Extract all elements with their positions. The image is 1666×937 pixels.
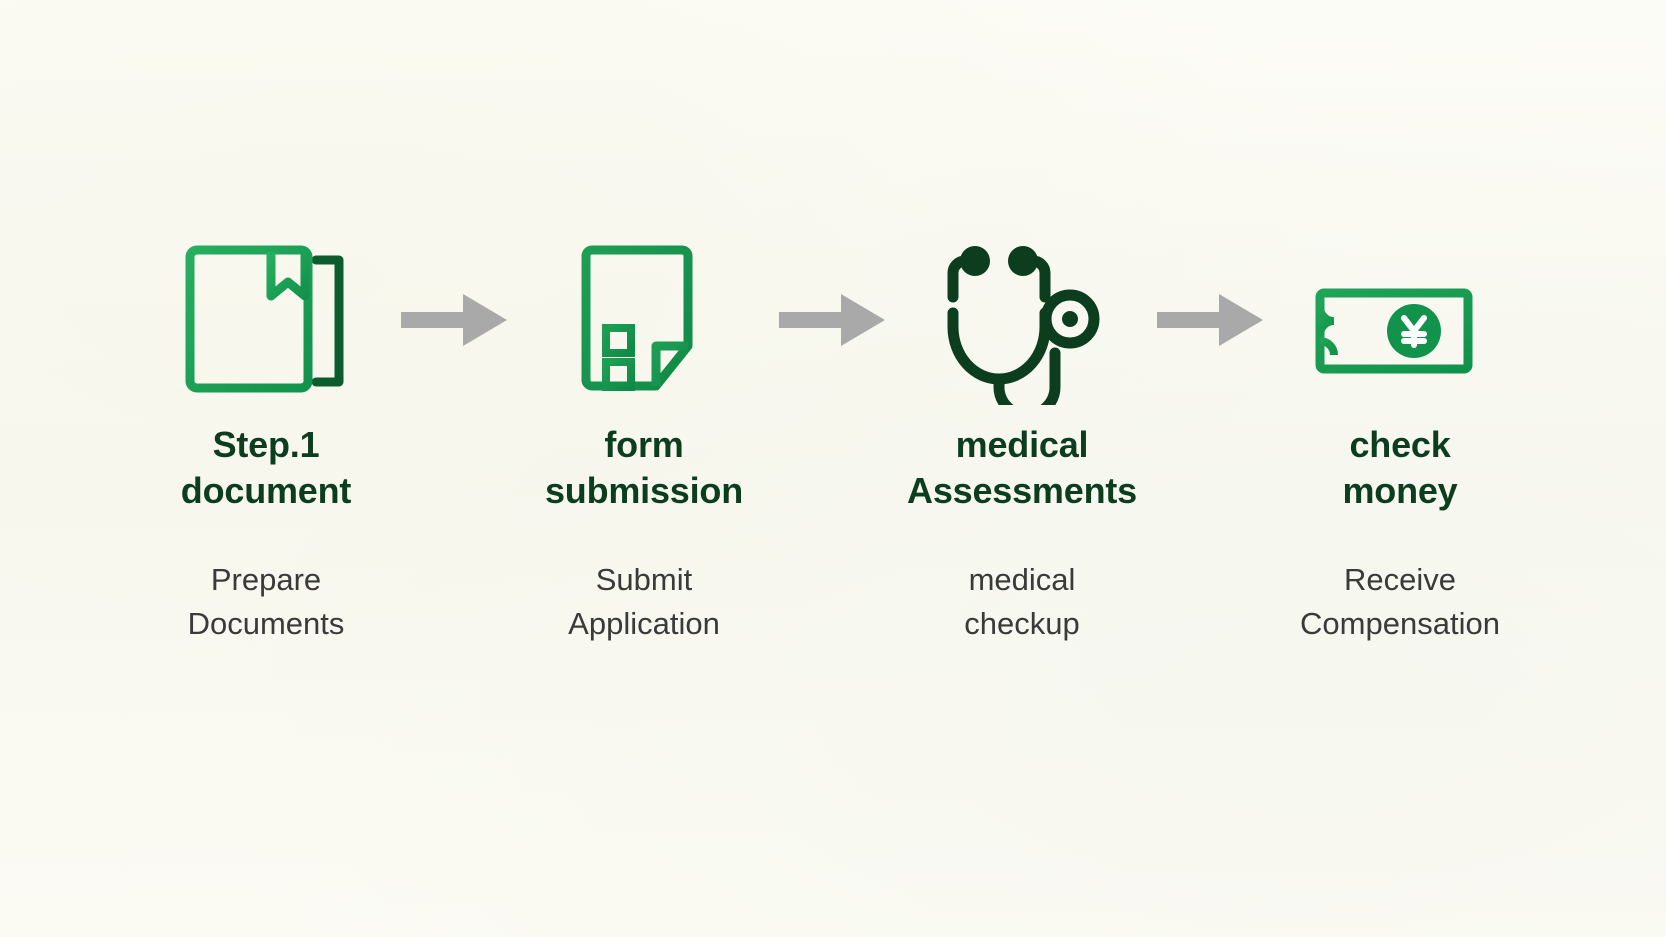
step-title: medical Assessments bbox=[907, 424, 1137, 511]
stethoscope-icon bbox=[927, 232, 1117, 408]
step-3-medical-assessments: medical Assessments medical checkup bbox=[893, 232, 1151, 646]
step-4-check-money: check money Receive Compensation bbox=[1271, 232, 1529, 646]
banknote-yen-icon bbox=[1305, 232, 1495, 408]
document-with-bookmark-icon bbox=[171, 232, 361, 408]
stethoscope-earpiece-left bbox=[960, 246, 990, 276]
step-title: form submission bbox=[544, 424, 744, 511]
stethoscope-earpiece-right bbox=[1008, 246, 1038, 276]
form-checklist-icon bbox=[549, 232, 739, 408]
step-description: Receive Compensation bbox=[1300, 562, 1500, 641]
arrow-right-icon bbox=[395, 232, 515, 408]
arrow-right-icon bbox=[1151, 232, 1271, 408]
step-1-document: Step.1 document Prepare Documents bbox=[137, 232, 395, 646]
step-title: check money bbox=[1342, 424, 1458, 511]
step-2-form-submission: form submission Submit Application bbox=[515, 232, 773, 646]
step-description: Prepare Documents bbox=[187, 562, 345, 641]
step-title: Step.1 document bbox=[180, 424, 352, 511]
arrow-right-icon bbox=[773, 232, 893, 408]
process-flow-diagram: Step.1 document Prepare Documents bbox=[0, 232, 1666, 646]
step-description: medical checkup bbox=[964, 562, 1080, 641]
step-description: Submit Application bbox=[568, 562, 720, 641]
